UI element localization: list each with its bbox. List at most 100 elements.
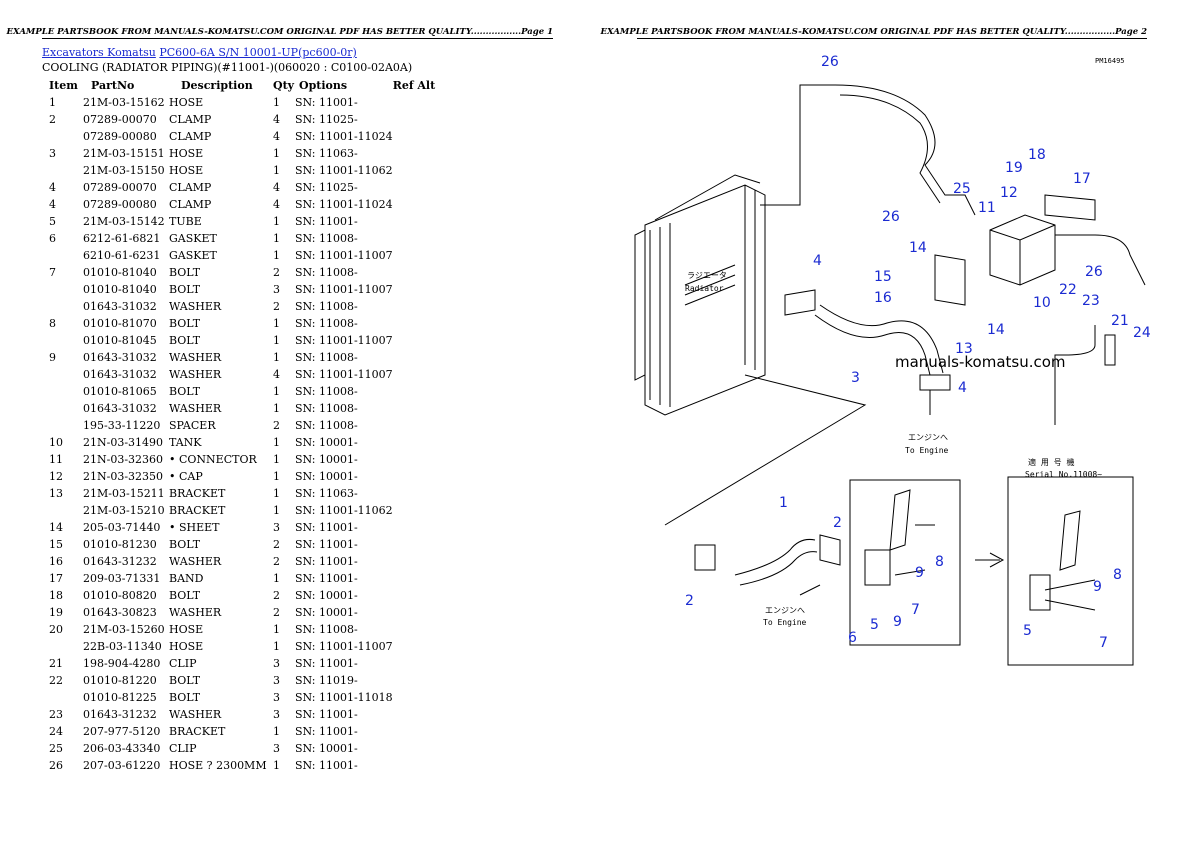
cell-partno: 21M-03-15210 [83,504,165,517]
cell-ref-alt [393,264,443,281]
cell-ref-alt [393,468,443,485]
cell-item: 23 [49,708,63,721]
cell-qty: 3 [273,521,280,534]
callout-24: 24 [1133,325,1151,341]
cell-options: SN: 11001- [295,572,358,585]
radiator-label-en: Radiator [685,284,724,293]
cell-item: 16 [49,555,63,568]
cell-item: 22 [49,674,63,687]
cell-partno: 21M-03-15260 [83,623,165,636]
cell-options: SN: 10001- [295,470,358,483]
cell-ref-alt [393,349,443,366]
cell-item: 2 [49,113,56,126]
callout-4-lower: 4 [958,380,967,396]
serial-label-jp: 適 用 号 機 [1028,457,1074,467]
arrow-to-engine-lower [799,584,821,596]
callout-26: 26 [882,209,900,225]
cell-qty: 1 [273,249,280,262]
cell-qty: 4 [273,130,280,143]
cell-qty: 2 [273,300,280,313]
cell-ref-alt [393,145,443,162]
cell-qty: 1 [273,470,280,483]
callout-15: 15 [874,269,892,285]
page-2: EXAMPLE PARTSBOOK FROM MANUALS-KOMATSU.C… [595,0,1190,842]
cell-ref-alt [393,740,443,757]
cell-ref-alt [393,502,443,519]
breadcrumb-link-excavators[interactable]: Excavators Komatsu [42,46,156,59]
cell-ref-alt [393,519,443,536]
cell-partno: 01010-81230 [83,538,157,551]
cell-ref-alt [393,213,443,230]
cell-ref-alt [393,485,443,502]
cell-options: SN: 11001- [295,538,358,551]
cell-partno: 21M-03-15150 [83,164,165,177]
page-1: EXAMPLE PARTSBOOK FROM MANUALS-KOMATSU.C… [7,27,553,774]
cell-options: SN: 11008- [295,385,358,398]
cell-qty: 1 [273,351,280,364]
cell-item: 1 [49,96,56,109]
cell-options: SN: 11008- [295,317,358,330]
cell-partno: 198-904-4280 [83,657,161,670]
breadcrumb: Excavators Komatsu PC600-6A S/N 10001-UP… [42,46,357,59]
cell-description: TANK [169,436,202,449]
breadcrumb-link-model[interactable]: PC600-6A S/N 10001-UP(pc600-0r) [159,46,357,59]
cell-options: SN: 11001-11024 [295,130,393,143]
cell-description: GASKET [169,232,217,245]
page-2-header-rule [637,38,1147,39]
section-title: COOLING (RADIATOR PIPING)(#11001-)(06002… [42,61,413,74]
cell-qty: 1 [273,436,280,449]
parts-table: Item PartNo Description Qty Options Ref … [44,76,443,774]
cell-description: BRACKET [169,504,226,517]
cell-partno: 01643-31232 [83,708,157,721]
cell-qty: 3 [273,674,280,687]
cell-item: 4 [49,198,56,211]
cell-partno: 21M-03-15162 [83,96,165,109]
callout-13: 13 [955,341,973,357]
cell-description: HOSE [169,164,204,177]
cell-description: CLAMP [169,113,212,126]
callout-25-mid: 25 [953,181,971,197]
cell-description: HOSE [169,623,204,636]
cell-partno: 01010-81220 [83,674,157,687]
cell-qty: 4 [273,198,280,211]
cell-partno: 195-33-11220 [83,419,161,432]
cell-qty: 2 [273,538,280,551]
tank-drawing [834,84,1146,425]
cell-qty: 1 [273,487,280,500]
cell-item: 24 [49,725,63,738]
cell-item: 4 [49,181,56,194]
cell-partno: 01010-81040 [83,266,157,279]
cell-qty: 1 [273,215,280,228]
cell-item: 3 [49,147,56,160]
cell-partno: 209-03-71331 [83,572,161,585]
cell-qty: 1 [273,572,280,585]
callout-14-lower: 14 [987,322,1005,338]
cell-options: SN: 11008- [295,232,358,245]
cell-description: BOLT [169,266,201,279]
cell-qty: 4 [273,368,280,381]
callout-9-inset: 9 [1093,579,1102,595]
cell-description: WASHER [169,708,222,721]
cell-description: BOLT [169,385,201,398]
cell-ref-alt [393,451,443,468]
cell-item: 18 [49,589,63,602]
cell-options: SN: 10001- [295,606,358,619]
cell-options: SN: 11001- [295,657,358,670]
cell-description: CLIP [169,657,197,670]
callout-12: 12 [1000,185,1018,201]
cell-options: SN: 11063- [295,147,358,160]
cell-ref-alt [393,706,443,723]
cell-options: SN: 11001- [295,96,358,109]
